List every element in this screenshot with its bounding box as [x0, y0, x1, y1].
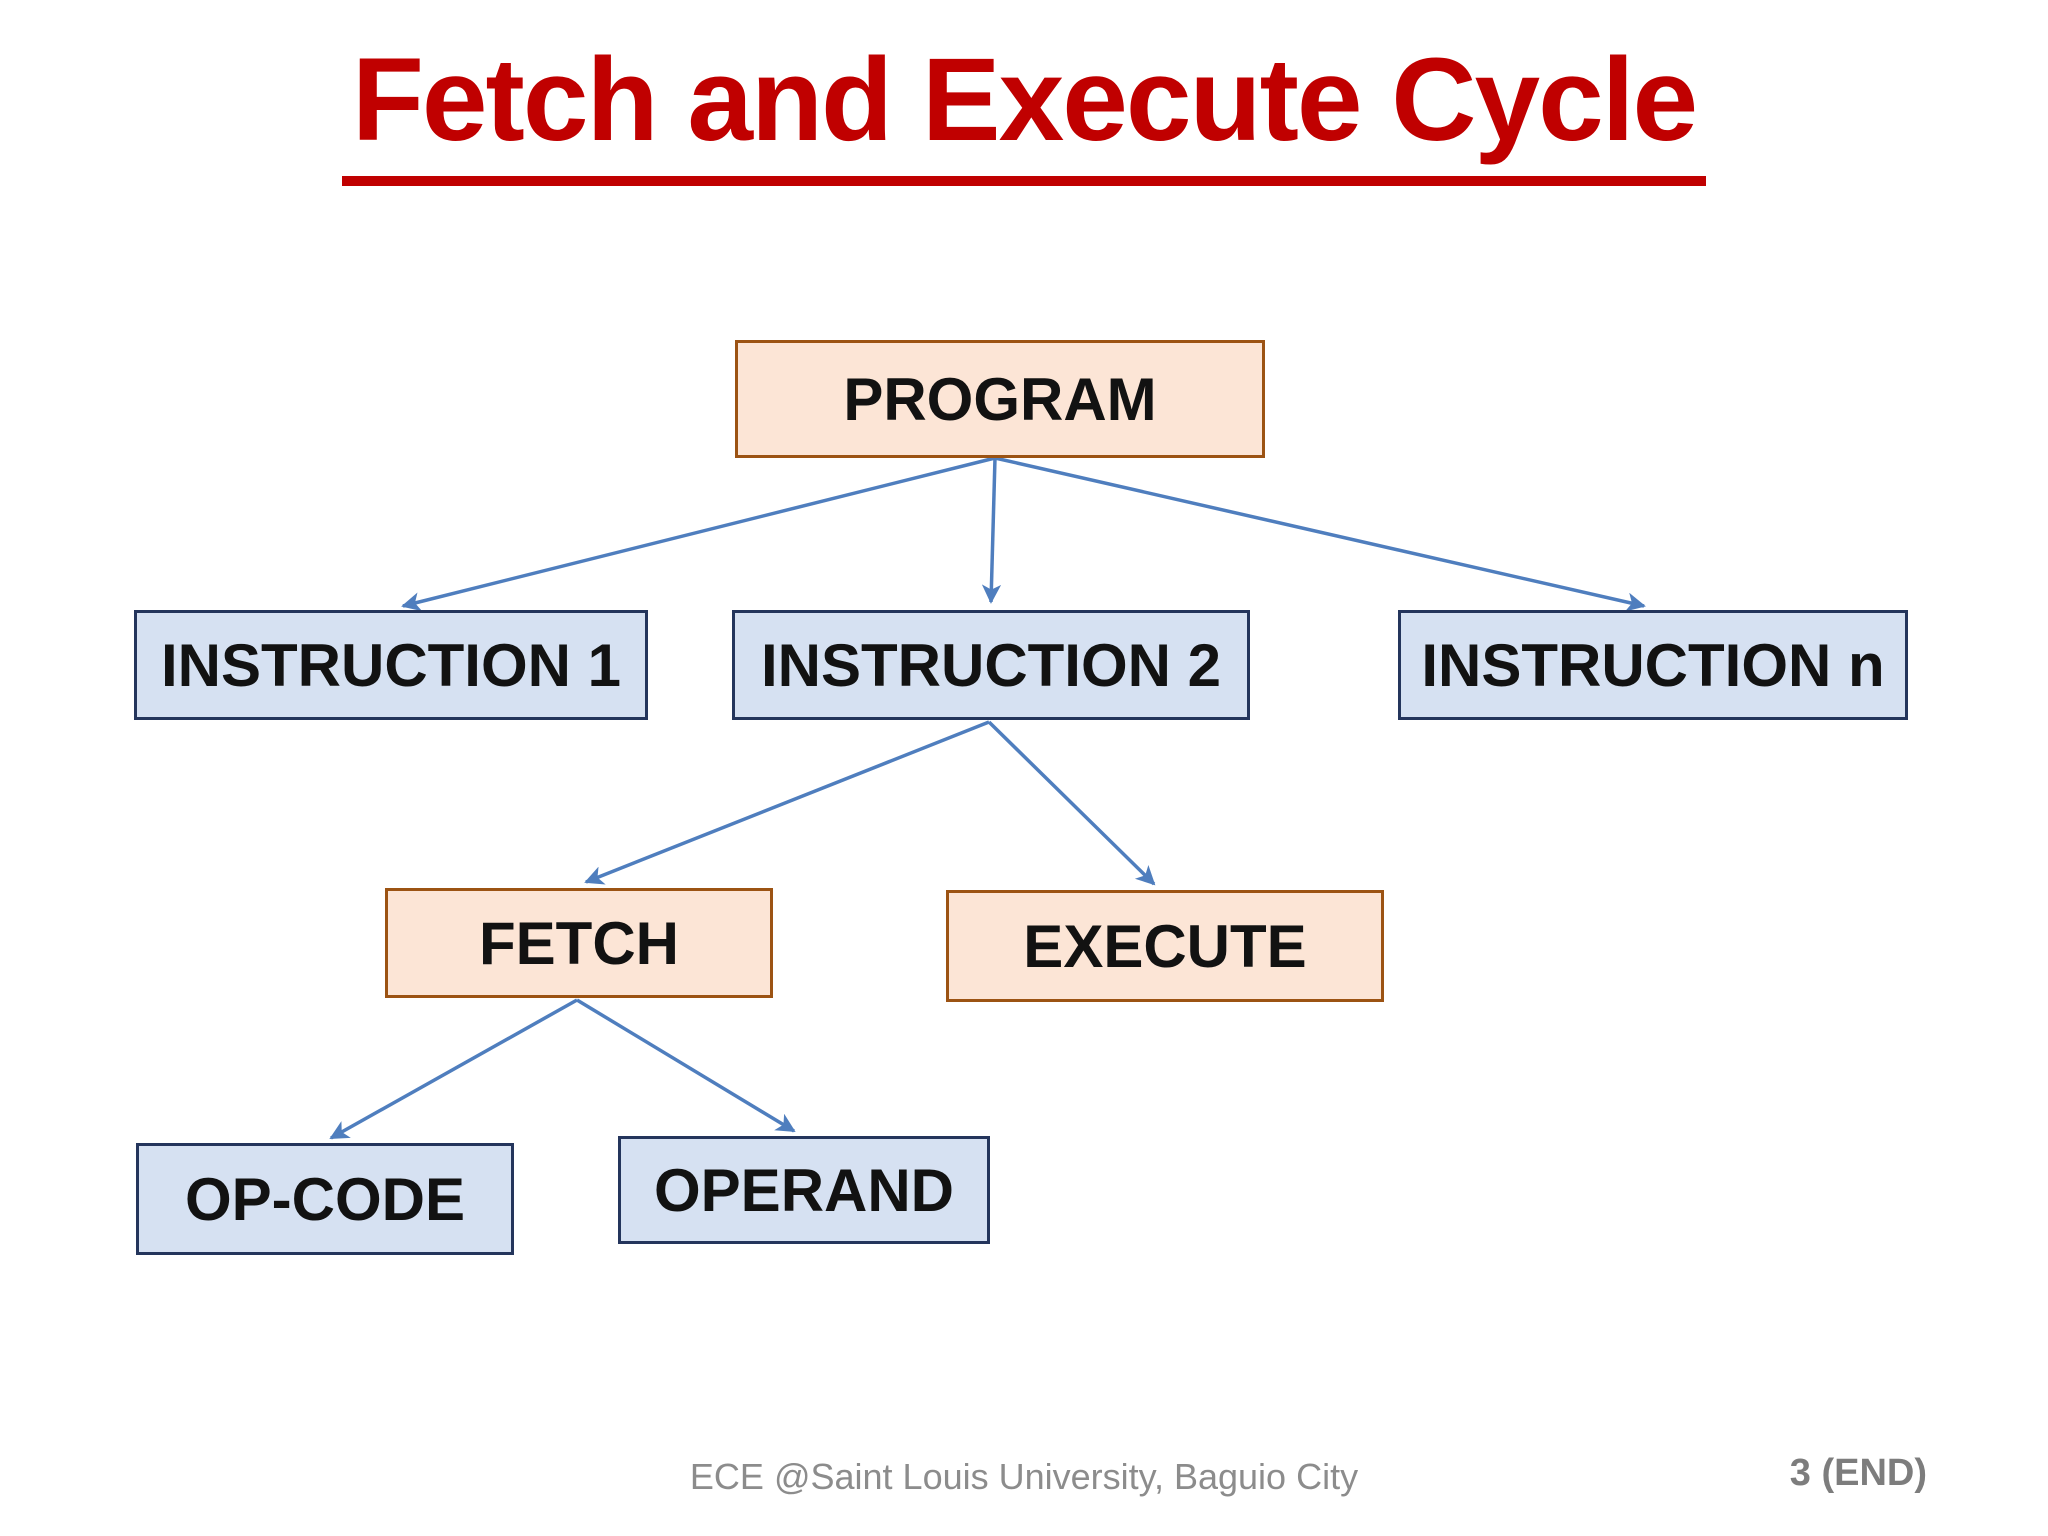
node-op-code-label: OP-CODE [184, 1165, 466, 1233]
edge-program-instruction-2 [981, 457, 1002, 604]
node-execute-label: EXECUTE [1023, 912, 1307, 980]
node-operand-label: OPERAND [653, 1156, 955, 1224]
edge-instruction-2-fetch [584, 720, 990, 885]
page-title: Fetch and Execute Cycle [341, 35, 1707, 186]
node-program-label: PROGRAM [843, 365, 1157, 433]
node-program: PROGRAM [735, 340, 1265, 458]
edge-fetch-op-code [329, 998, 578, 1140]
slide-number: 3 (END) [1789, 1452, 1927, 1494]
edge-program-instruction-n [994, 456, 1646, 612]
node-fetch-label: FETCH [479, 909, 679, 977]
node-instruction-n-label: INSTRUCTION n [1421, 631, 1885, 699]
node-instruction-2-label: INSTRUCTION 2 [760, 631, 1222, 699]
edge-fetch-operand [576, 998, 796, 1133]
edge-instruction-2-execute [987, 720, 1156, 886]
node-execute: EXECUTE [946, 890, 1384, 1002]
node-instruction-n: INSTRUCTION n [1398, 610, 1908, 720]
edge-program-instruction-1 [401, 456, 996, 612]
node-op-code: OP-CODE [136, 1143, 514, 1255]
title-area: Fetch and Execute Cycle [0, 35, 2048, 186]
footer-credit: ECE @Saint Louis University, Baguio City [689, 1456, 1359, 1497]
node-instruction-1-label: INSTRUCTION 1 [160, 631, 622, 699]
node-operand: OPERAND [618, 1136, 990, 1244]
node-instruction-1: INSTRUCTION 1 [134, 610, 648, 720]
node-instruction-2: INSTRUCTION 2 [732, 610, 1250, 720]
node-fetch: FETCH [385, 888, 773, 998]
